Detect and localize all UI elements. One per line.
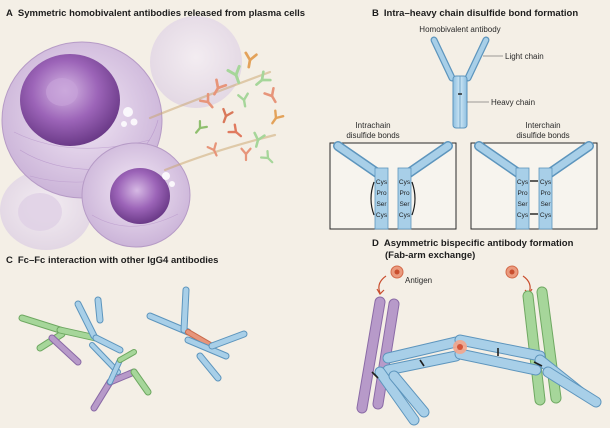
antibody-icon [253,131,266,148]
antigen-left [376,265,404,295]
antibody-icon [240,147,252,162]
hinge-residue: Cys [376,212,388,219]
bispecific-antibody-left [356,296,462,426]
hinge-residue: Ser [376,201,387,208]
hinge-residue: Pro [517,190,528,197]
antibody-icon [226,64,241,85]
hinge-residue: Ser [399,201,410,208]
antibody-icon [244,51,258,69]
homobivalent-antibody [430,36,490,129]
disulfide-bond [370,181,375,216]
antigen-label: Antigen [405,276,432,285]
hinge-residue: Cys [517,179,529,186]
intrachain-label-2: disulfide bonds [346,131,399,140]
hinge-residue: Cys [540,179,552,186]
hinge-residue: Ser [517,201,528,208]
background-cell [150,16,242,108]
exchange-point [453,340,467,354]
hinge-residue: Cys [399,212,411,219]
heavy-chain-label: Heavy chain [491,98,535,107]
light-chain-label: Light chain [505,52,544,61]
antibody-icon [255,70,272,86]
antibody-icon [213,78,228,96]
hinge-residue: Pro [540,190,551,197]
homobivalent-label: Homobivalent antibody [419,25,500,34]
antibody-icon [237,92,249,108]
bispecific-antibodies [356,286,602,426]
igg4-complex [18,296,124,375]
antibody-icon [222,107,234,124]
hinge-residue: Pro [399,190,410,197]
igg4-complex [146,286,248,382]
hinge-residue: Cys [376,179,388,186]
antibody-icon [271,109,285,125]
cell-nucleus [110,168,170,224]
plasma-cell-small [81,142,191,248]
panel-d-subtitle: (Fab-arm exchange) [385,250,475,261]
antibody-icon [263,87,277,104]
disulfide-bond [411,181,416,216]
hinge-residue: Cys [399,179,411,186]
antibody-icon [259,149,274,164]
interchain-label-2: disulfide bonds [516,131,569,140]
hinge-residue: Cys [517,212,529,219]
intrachain-label: Intrachain [355,121,390,130]
interchain-label: Interchain [525,121,560,130]
antibody-icon [206,142,218,157]
antibody-icon [227,123,243,138]
bispecific-antibody-right [454,286,602,408]
antibody-icon [198,92,214,109]
hinge-residue: Cys [540,212,552,219]
plasma-cell-large [1,41,163,199]
secreted-antibodies [195,51,285,164]
hinge-residue: Pro [376,190,387,197]
antigen-right [505,265,533,295]
fc-fc-complexes [18,286,248,412]
hinge-residue: Ser [540,201,551,208]
igg4-complex [90,349,152,412]
antibody-icon [195,119,208,134]
